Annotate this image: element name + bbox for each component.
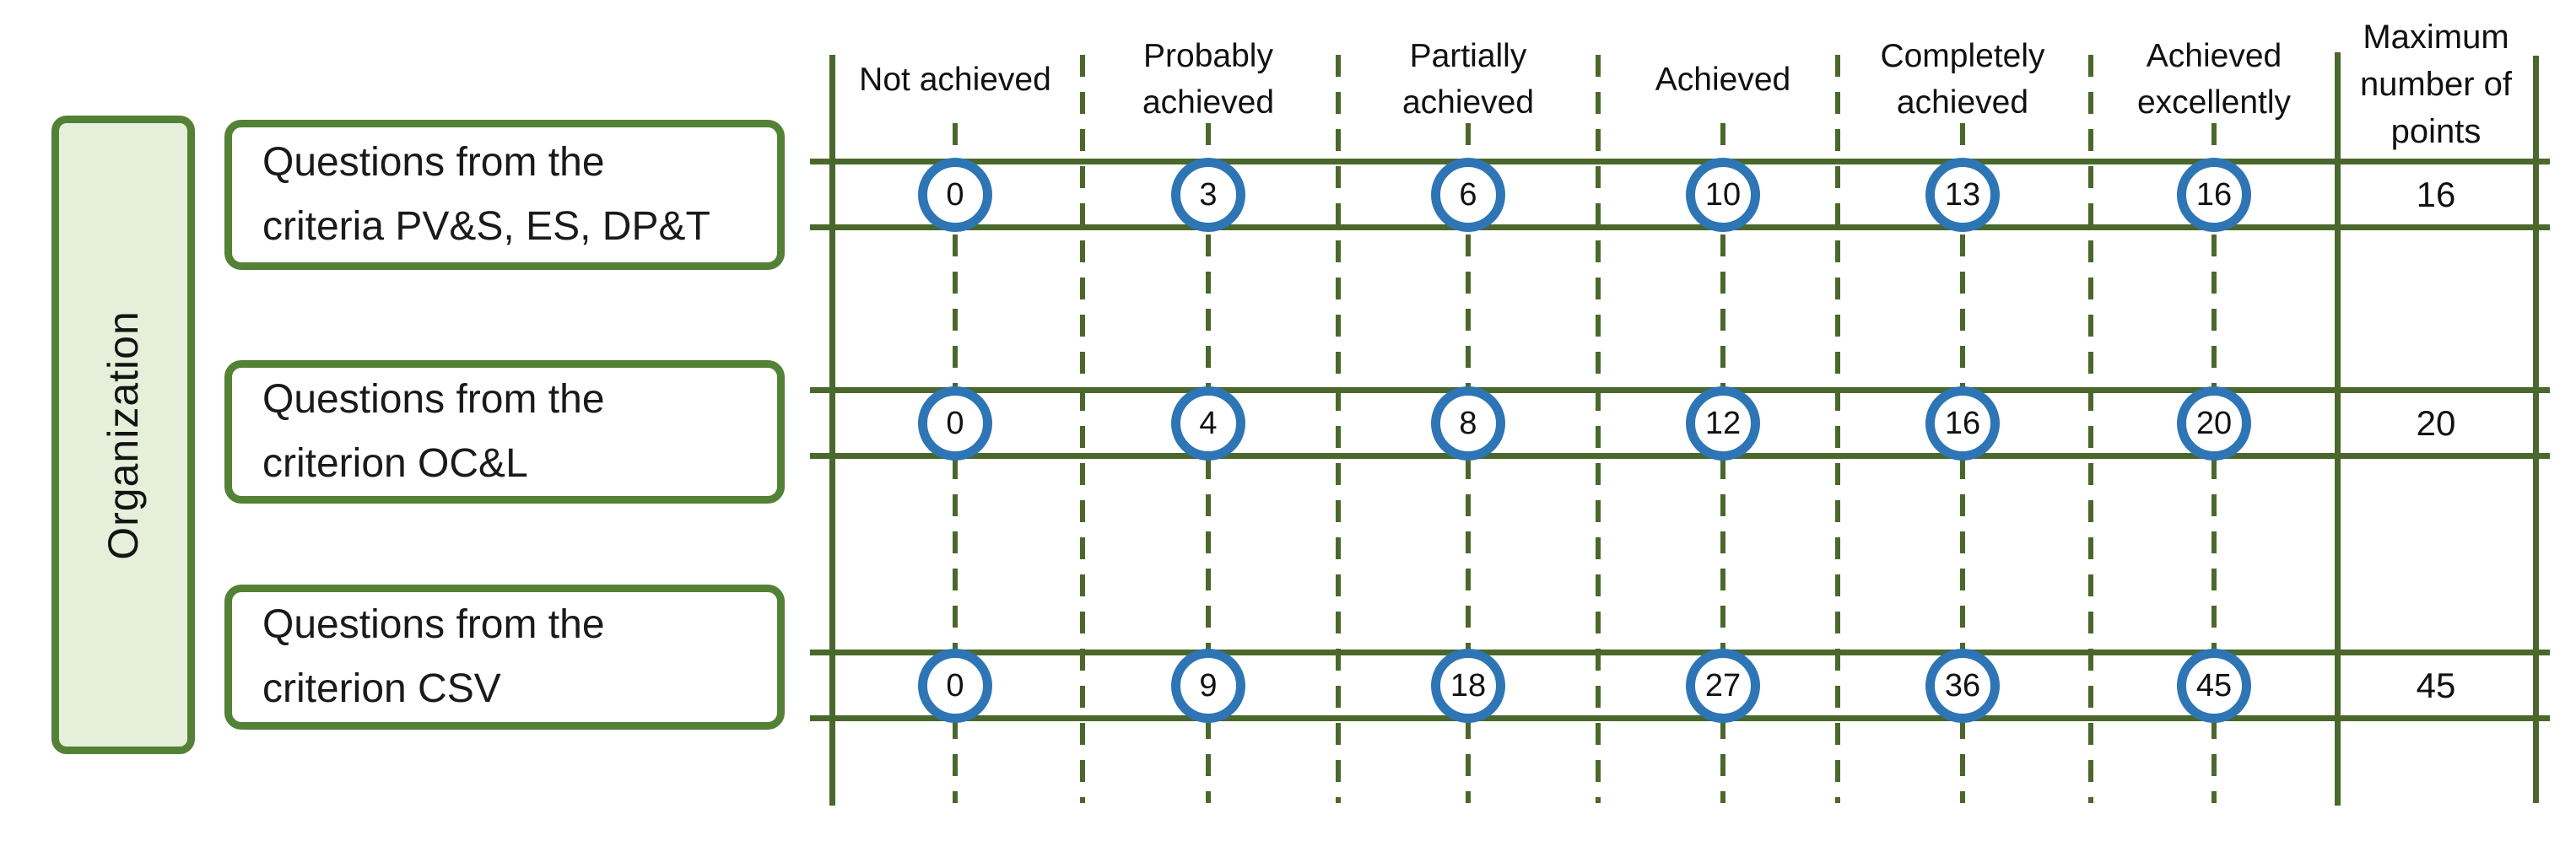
criterion-box-label: Questions from the criteria PV&S, ES, DP… bbox=[262, 140, 710, 249]
column-header-probably-achieved: Probably achieved bbox=[1142, 38, 1275, 121]
max-points-header: Maximum number of points bbox=[2359, 18, 2513, 150]
column-center-line bbox=[1466, 123, 1471, 803]
score-circle: 9 bbox=[1171, 649, 1245, 723]
column-header-achieved-excellently: Achieved excellently bbox=[2136, 38, 2292, 121]
row-line bbox=[810, 453, 2550, 459]
max-column-left-border bbox=[2335, 52, 2341, 806]
score-circle: 20 bbox=[2177, 386, 2251, 461]
column-separator-line bbox=[2088, 55, 2093, 803]
column-center-line bbox=[1720, 123, 1725, 803]
score-circle: 36 bbox=[1925, 649, 2000, 723]
criterion-box-label: Questions from the criterion OC&L bbox=[262, 377, 605, 486]
score-circle: 16 bbox=[1925, 386, 2000, 461]
column-center-line bbox=[1960, 123, 1965, 803]
row-line bbox=[810, 224, 2550, 230]
score-circle: 8 bbox=[1431, 386, 1505, 461]
organization-label: Organization bbox=[100, 310, 147, 560]
score-circle: 45 bbox=[2177, 649, 2251, 723]
score-circle: 12 bbox=[1686, 386, 1760, 461]
score-circle: 13 bbox=[1925, 158, 2000, 232]
column-header-achieved: Achieved bbox=[1655, 61, 1791, 98]
row-line bbox=[810, 650, 2550, 655]
column-header-partially-achieved: Partially achieved bbox=[1401, 38, 1535, 121]
score-circle: 3 bbox=[1171, 158, 1245, 232]
max-points-value: 20 bbox=[2416, 403, 2456, 443]
score-circle: 18 bbox=[1431, 649, 1505, 723]
column-separator-line bbox=[1336, 55, 1341, 803]
organization-box bbox=[51, 116, 195, 754]
row-line bbox=[810, 387, 2550, 393]
max-points-value: 16 bbox=[2416, 175, 2456, 214]
column-center-line bbox=[2211, 123, 2217, 803]
criterion-box-ocl: Questions from the criterion OC&L bbox=[224, 360, 785, 504]
column-center-line bbox=[1206, 123, 1211, 803]
score-circle: 0 bbox=[918, 386, 992, 461]
column-separator-line bbox=[1835, 55, 1840, 803]
score-circle: 10 bbox=[1686, 158, 1760, 232]
score-circle: 0 bbox=[918, 158, 992, 232]
column-separator-line bbox=[1080, 55, 1085, 803]
criterion-box-pvs-es-dpt: Questions from the criteria PV&S, ES, DP… bbox=[224, 120, 785, 270]
row-line bbox=[810, 715, 2550, 721]
column-header-not-achieved: Not achieved bbox=[859, 61, 1051, 98]
table-left-border bbox=[829, 55, 835, 806]
score-circle: 4 bbox=[1171, 386, 1245, 461]
column-header-completely-achieved: Completely achieved bbox=[1880, 38, 2045, 121]
score-circle: 6 bbox=[1431, 158, 1505, 232]
score-circle: 16 bbox=[2177, 158, 2251, 232]
criterion-box-csv: Questions from the criterion CSV bbox=[224, 585, 785, 730]
column-center-line bbox=[953, 123, 958, 803]
column-separator-line bbox=[1596, 55, 1601, 803]
score-circle: 0 bbox=[918, 649, 992, 723]
criterion-box-label: Questions from the criterion CSV bbox=[262, 602, 605, 711]
table-right-border bbox=[2533, 56, 2539, 803]
score-circle: 27 bbox=[1686, 649, 1760, 723]
max-points-value: 45 bbox=[2416, 666, 2456, 705]
row-line bbox=[810, 159, 2550, 164]
